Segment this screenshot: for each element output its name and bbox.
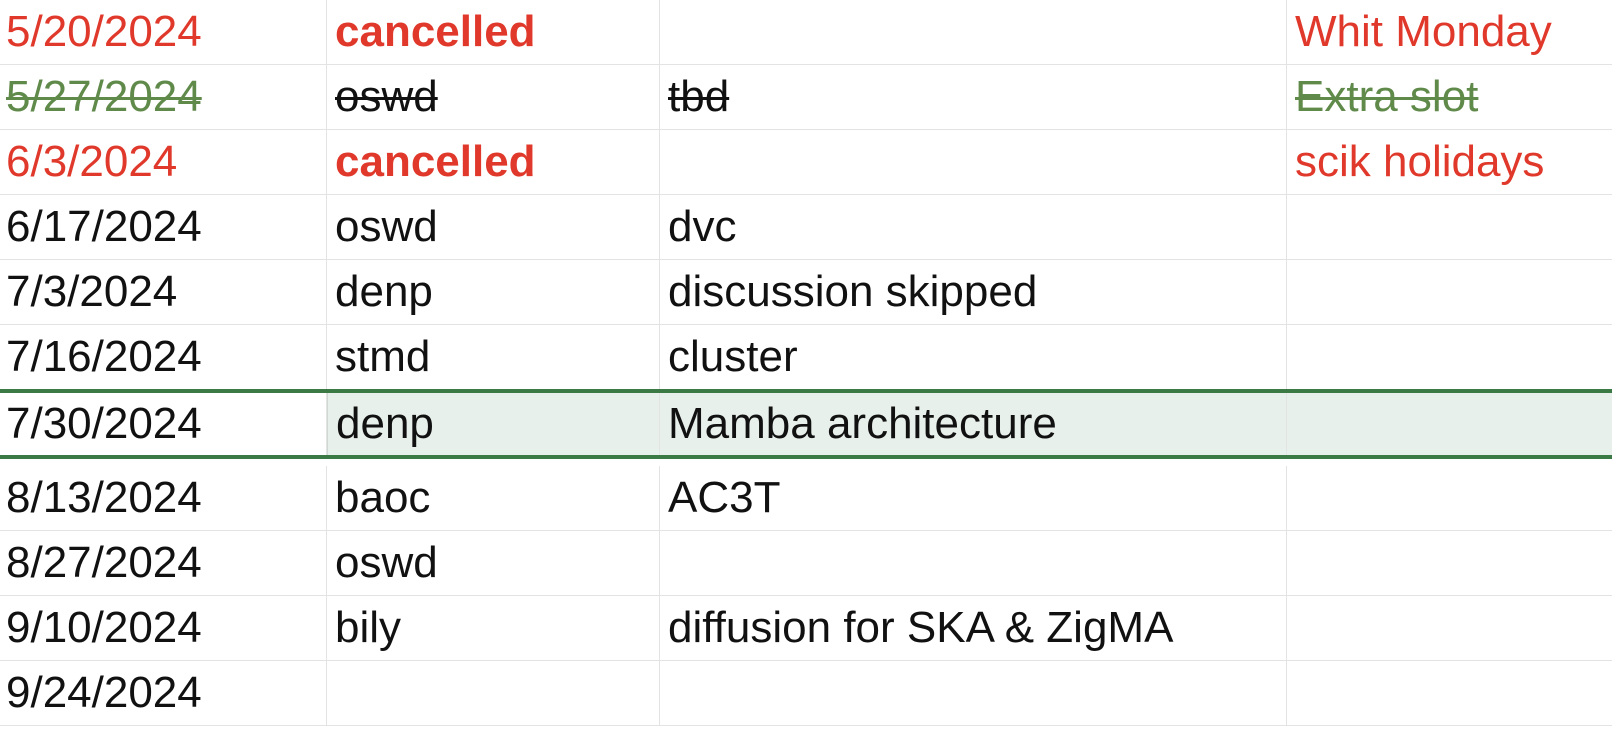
table-row: 9/10/2024 bily diffusion for SKA & ZigMA: [0, 596, 1612, 661]
presenter-text: oswd: [335, 72, 438, 121]
note-cell[interactable]: [1287, 393, 1612, 455]
presenter-cell[interactable]: denp: [327, 260, 660, 324]
selected-table-row[interactable]: 7/30/2024 denp Mamba architecture: [0, 389, 1612, 459]
note-cell[interactable]: [1287, 325, 1612, 389]
topic-cell[interactable]: [660, 661, 1287, 725]
topic-cell[interactable]: [660, 0, 1287, 64]
topic-cell[interactable]: AC3T: [660, 466, 1287, 530]
topic-cell[interactable]: cluster: [660, 325, 1287, 389]
table-row: 6/3/2024 cancelled scik holidays: [0, 130, 1612, 195]
table-row: 8/13/2024 baoc AC3T: [0, 466, 1612, 531]
topic-cell[interactable]: Mamba architecture: [660, 393, 1287, 455]
date-cell[interactable]: 6/3/2024: [0, 130, 327, 194]
table-row: 7/3/2024 denp discussion skipped: [0, 260, 1612, 325]
note-cell[interactable]: Extra slot: [1287, 65, 1612, 129]
note-cell[interactable]: scik holidays: [1295, 137, 1545, 186]
note-cell[interactable]: [1287, 531, 1612, 595]
topic-cell[interactable]: [660, 130, 1287, 194]
date-cell[interactable]: 9/24/2024: [0, 661, 327, 725]
note-cell[interactable]: [1287, 195, 1612, 259]
table-row: 5/27/2024 oswd tbd Extra slot: [0, 65, 1612, 130]
note-cell[interactable]: [1287, 260, 1612, 324]
note-cell[interactable]: Whit Monday: [1295, 7, 1552, 56]
table-row: 9/24/2024: [0, 661, 1612, 726]
presenter-cell[interactable]: stmd: [327, 325, 660, 389]
note-cell[interactable]: [1287, 596, 1612, 660]
presenter-cell[interactable]: [327, 661, 660, 725]
date-cell[interactable]: 5/27/2024: [0, 65, 327, 129]
topic-cell[interactable]: discussion skipped: [660, 260, 1287, 324]
date-cell[interactable]: 6/17/2024: [0, 195, 327, 259]
date-cell[interactable]: 7/16/2024: [0, 325, 327, 389]
note-cell[interactable]: [1287, 661, 1612, 725]
presenter-cell[interactable]: oswd: [327, 531, 660, 595]
presenter-cell[interactable]: cancelled: [327, 130, 660, 194]
presenter-cell[interactable]: denp: [327, 393, 660, 455]
topic-cell[interactable]: diffusion for SKA & ZigMA: [660, 596, 1287, 660]
date-text: 5/27/2024: [6, 72, 202, 121]
date-cell[interactable]: 7/3/2024: [0, 260, 327, 324]
topic-text: tbd: [668, 72, 730, 121]
presenter-cell[interactable]: oswd: [327, 195, 660, 259]
topic-cell[interactable]: dvc: [660, 195, 1287, 259]
note-text: Extra slot: [1295, 72, 1479, 121]
date-cell[interactable]: 9/10/2024: [0, 596, 327, 660]
topic-cell[interactable]: tbd: [660, 65, 1287, 129]
table-row: 6/17/2024 oswd dvc: [0, 195, 1612, 260]
presenter-cell[interactable]: bily: [327, 596, 660, 660]
table-row: 7/16/2024 stmd cluster: [0, 325, 1612, 390]
note-cell[interactable]: [1287, 466, 1612, 530]
presenter-cell[interactable]: oswd: [327, 65, 660, 129]
date-cell[interactable]: 8/13/2024: [0, 466, 327, 530]
table-row: 8/27/2024 oswd: [0, 531, 1612, 596]
presenter-cell[interactable]: cancelled: [327, 0, 660, 64]
presenter-cell[interactable]: baoc: [327, 466, 660, 530]
date-cell[interactable]: 8/27/2024: [0, 531, 327, 595]
topic-cell[interactable]: [660, 531, 1287, 595]
date-cell[interactable]: 7/30/2024: [0, 393, 327, 455]
date-cell[interactable]: 5/20/2024: [0, 0, 327, 64]
table-row: 5/20/2024 cancelled Whit Monday: [0, 0, 1612, 65]
